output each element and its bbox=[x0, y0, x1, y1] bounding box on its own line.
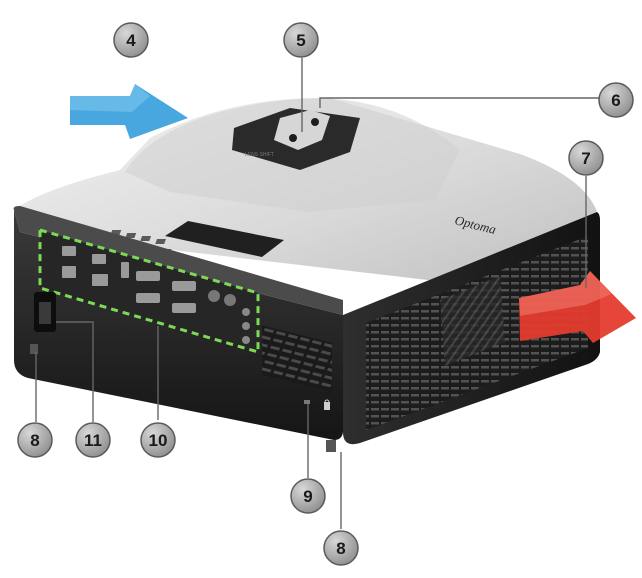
airflow-exhaust-arrow bbox=[519, 271, 636, 343]
kensington-lock-icon bbox=[304, 399, 330, 410]
callout-label-4: 4 bbox=[126, 31, 136, 50]
io-panel-outline bbox=[38, 228, 260, 355]
leader-lines bbox=[35, 58, 606, 529]
callout-badge-6: 6 bbox=[598, 82, 634, 118]
callout-label-8-left: 8 bbox=[30, 431, 39, 450]
callout-badge-8-left: 8 bbox=[17, 422, 53, 458]
callout-badge-5: 5 bbox=[283, 22, 319, 58]
callout-label-10: 10 bbox=[149, 431, 168, 450]
callout-label-8-right: 8 bbox=[336, 539, 345, 558]
svg-text:LENS SHIFT: LENS SHIFT bbox=[245, 152, 274, 158]
io-panel bbox=[38, 228, 260, 355]
callout-badge-11: 11 bbox=[75, 422, 111, 458]
adjustable-feet bbox=[30, 344, 336, 452]
callout-label-7: 7 bbox=[581, 149, 590, 168]
callout-badge-9: 9 bbox=[290, 478, 326, 514]
front-vent bbox=[262, 325, 332, 393]
callout-label-6: 6 bbox=[611, 91, 620, 110]
airflow-intake-arrow bbox=[70, 84, 188, 139]
callout-badge-7: 7 bbox=[568, 140, 604, 176]
callout-badge-8-right: 8 bbox=[323, 530, 359, 566]
power-socket bbox=[34, 292, 56, 332]
callout-label-11: 11 bbox=[84, 431, 102, 450]
callout-badge-10: 10 bbox=[140, 422, 176, 458]
side-panel bbox=[343, 212, 600, 445]
callout-badge-4: 4 bbox=[113, 22, 149, 58]
callout-label-5: 5 bbox=[296, 31, 305, 50]
callout-label-9: 9 bbox=[303, 487, 312, 506]
